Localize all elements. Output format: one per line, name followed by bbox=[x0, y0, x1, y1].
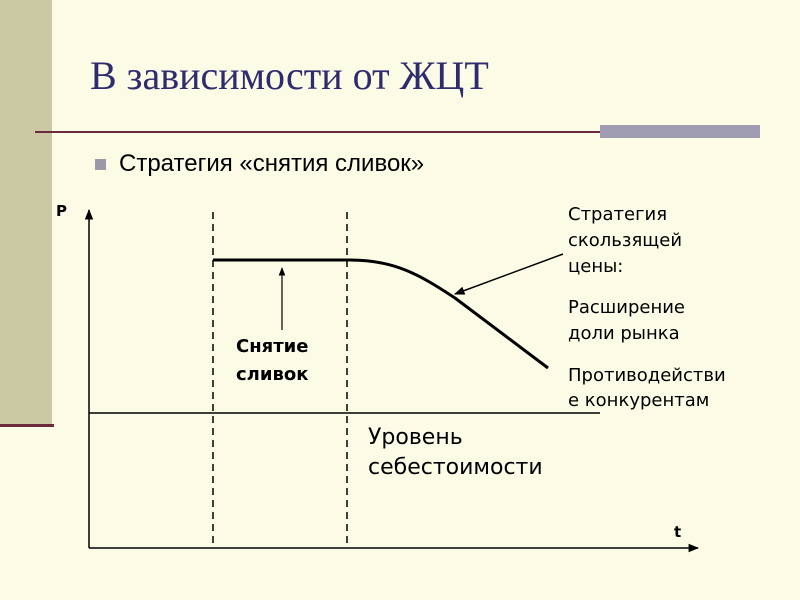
y-axis-label: P bbox=[56, 202, 67, 220]
title-rule bbox=[35, 131, 760, 133]
competition-label: Противодействи е конкурентам bbox=[568, 365, 731, 411]
market-share-label: Расширение доли рынка bbox=[568, 297, 691, 344]
sliding-price-strategy-label: Стратегия скользящей цены: bbox=[568, 204, 688, 277]
left-decor-band bbox=[0, 0, 52, 427]
price-curve bbox=[213, 258, 549, 370]
bullet-text: Стратегия «снятия сливок» bbox=[119, 150, 425, 177]
x-axis-label: t bbox=[674, 523, 681, 541]
title-accent-bar bbox=[600, 125, 760, 138]
bullet-square-icon bbox=[95, 158, 106, 170]
cost-level-label: Уровень себестоимости bbox=[368, 425, 543, 480]
strategy-arrow bbox=[454, 253, 564, 295]
slide-title: В зависимости от ЖЦТ bbox=[90, 53, 489, 98]
skimming-label: Снятие сливок bbox=[236, 336, 315, 385]
left-decor-line bbox=[0, 424, 54, 427]
bullet-item: Стратегия «снятия сливок» bbox=[95, 150, 424, 178]
